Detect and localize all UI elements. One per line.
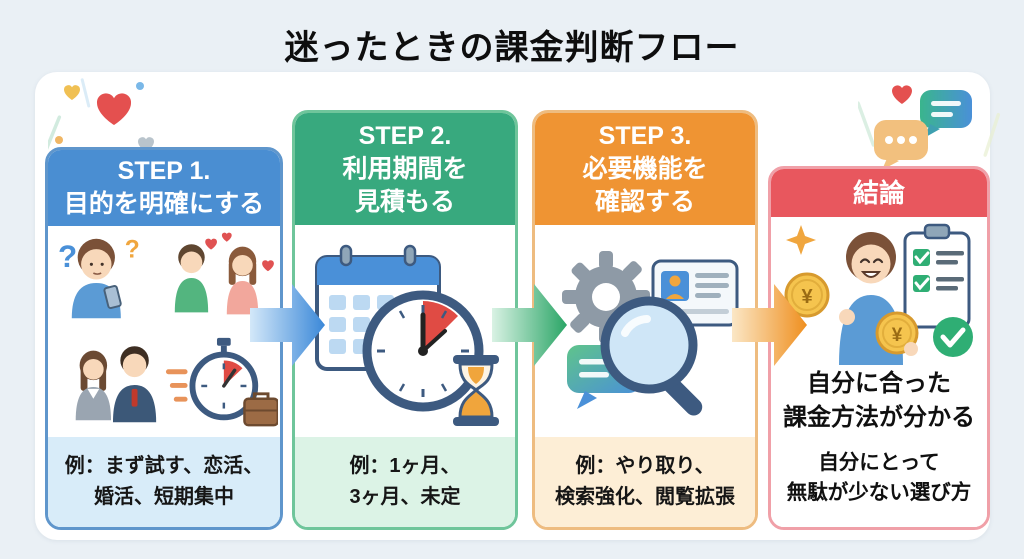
couple-hearts-icon — [174, 232, 274, 314]
step2-example: 例：1ヶ月、 3ヶ月、未定 — [295, 437, 515, 527]
arrow-step1-to-step2-icon — [250, 284, 325, 366]
conclusion-main-text: 自分に合った 課金方法が分かる — [783, 370, 975, 431]
hourglass-icon — [453, 355, 499, 426]
blue-dot — [136, 82, 144, 90]
conclusion-card: 結論 ¥ — [768, 166, 990, 530]
conclusion-sub-text: 自分にとって 無駄が少ない選び方 — [786, 451, 972, 504]
step3-illustration — [535, 225, 755, 437]
page-title: 迷ったときの課金判断フロー — [284, 29, 740, 67]
yen-coin-icon: ¥ — [784, 272, 830, 318]
step1-illustration: ? ? — [48, 226, 280, 437]
checklist-clipboard-icon — [903, 223, 971, 329]
svg-text:¥: ¥ — [801, 286, 813, 308]
magnifier-icon — [600, 296, 703, 416]
business-pair-icon — [75, 345, 157, 422]
happy-person-icon — [839, 232, 903, 365]
step-card-1: STEP 1. 目的を明確にする ? ? — [45, 147, 283, 530]
step2-header: STEP 2. 利用期間を 見積もる — [295, 113, 515, 225]
stopwatch-briefcase-icon — [165, 337, 278, 426]
svg-text:¥: ¥ — [892, 325, 903, 346]
svg-text:?: ? — [125, 236, 140, 263]
step1-example: 例：まず試す、恋活、 婚活、短期集中 — [48, 437, 280, 527]
gear-magnifier-illustration — [562, 251, 739, 416]
calendar-clock-hourglass-illustration — [315, 244, 499, 426]
thinking-person-icon: ? ? — [58, 236, 140, 318]
orange-dot — [55, 136, 63, 144]
yen-coin-icon: ¥ — [875, 311, 919, 356]
arrow-step2-to-step3-icon — [492, 284, 567, 366]
orange-chat-bubble-icon — [874, 120, 928, 170]
check-circle-icon — [933, 317, 973, 357]
light-streaks — [858, 101, 1001, 157]
step-card-3: STEP 3. 必要機能を 確認する — [532, 110, 758, 530]
sparkle-icon — [786, 225, 816, 255]
yellow-heart-icon — [63, 85, 81, 100]
red-heart-icon — [96, 93, 132, 125]
step3-header: STEP 3. 必要機能を 確認する — [535, 113, 755, 225]
arrow-step3-to-conclusion-icon — [732, 284, 807, 366]
light-streaks — [48, 78, 91, 157]
chat-decoration — [858, 85, 1001, 170]
step2-illustration — [295, 225, 515, 437]
svg-text:?: ? — [58, 239, 77, 274]
red-heart-icon — [892, 85, 912, 104]
step1-header: STEP 1. 目的を明確にする — [48, 150, 280, 226]
person-coins-checklist-illustration: ¥ — [784, 223, 973, 365]
step3-example: 例：やり取り、 検索強化、閲覧拡張 — [535, 437, 755, 527]
people-purposes-illustration: ? ? — [58, 232, 278, 426]
conclusion-body: ¥ — [771, 217, 987, 527]
clock-icon — [362, 290, 484, 412]
conclusion-header: 結論 — [771, 169, 987, 217]
step-card-2: STEP 2. 利用期間を 見積もる — [292, 110, 518, 530]
